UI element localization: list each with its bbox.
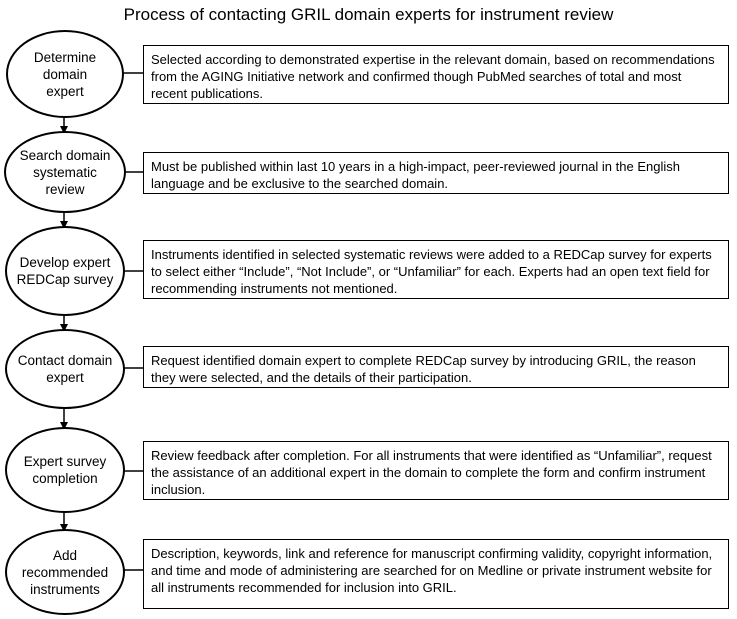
- step-3-description: Instruments identified in selected syste…: [151, 247, 712, 296]
- step-4-description-box: Request identified domain expert to comp…: [143, 346, 729, 388]
- step-5-label: Expert survey completion: [23, 454, 107, 486]
- step-1-description-box: Selected according to demonstrated exper…: [143, 45, 729, 104]
- step-2-description-box: Must be published within last 10 years i…: [143, 152, 729, 194]
- step-5-ellipse: Expert survey completion: [5, 427, 125, 513]
- diagram-title: Process of contacting GRIL domain expert…: [123, 5, 614, 24]
- step-6-description: Description, keywords, link and referenc…: [151, 546, 713, 595]
- step-2-ellipse: Search domain systematic review: [4, 131, 126, 213]
- step-3-description-box: Instruments identified in selected syste…: [143, 240, 729, 299]
- step-6-ellipse: Add recommended instruments: [5, 529, 125, 615]
- step-1-description: Selected according to demonstrated exper…: [151, 52, 715, 101]
- step-3-ellipse: Develop expert REDCap survey: [5, 226, 125, 316]
- step-5-description-box: Review feedback after completion. For al…: [143, 441, 729, 500]
- step-5-description: Review feedback after completion. For al…: [151, 448, 712, 497]
- step-1-label: Determine domain expert: [33, 49, 97, 99]
- step-4-ellipse: Contact domain expert: [5, 329, 125, 409]
- step-6-label: Add recommended instruments: [21, 547, 109, 597]
- step-4-description: Request identified domain expert to comp…: [151, 353, 696, 385]
- step-1-ellipse: Determine domain expert: [6, 30, 124, 118]
- step-4-label: Contact domain expert: [17, 353, 113, 385]
- step-2-description: Must be published within last 10 years i…: [151, 159, 680, 191]
- step-2-label: Search domain systematic review: [19, 147, 111, 197]
- step-6-description-box: Description, keywords, link and referenc…: [143, 539, 729, 609]
- step-3-label: Develop expert REDCap survey: [16, 255, 114, 287]
